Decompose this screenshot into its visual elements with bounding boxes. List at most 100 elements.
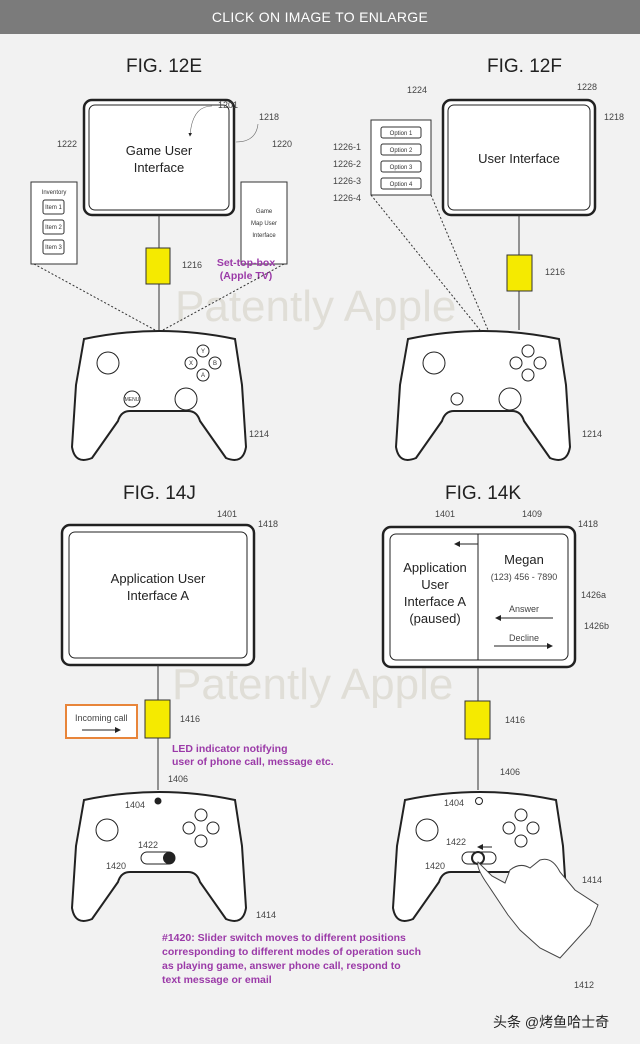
map-text: Map User	[251, 221, 277, 227]
ref-label: 1404	[125, 800, 145, 810]
ref-label: 1414	[256, 910, 276, 920]
left-stick	[96, 351, 120, 375]
ref-label: 1420	[106, 861, 126, 871]
ref-label: 1409	[522, 509, 542, 519]
option-item: Option 2	[390, 148, 413, 154]
ref-label: 1422	[446, 837, 466, 847]
led-indicator	[154, 797, 162, 805]
settop-note: (Apple TV)	[220, 270, 273, 282]
settop-note: Set-top-box	[217, 257, 275, 269]
ref-label: 1401	[217, 509, 237, 519]
ref-label: 1228	[577, 82, 597, 92]
inventory-title: Inventory	[42, 190, 67, 196]
ref-label: 1401	[435, 509, 455, 519]
game-controller	[71, 330, 247, 461]
ref-label: 1216	[545, 267, 565, 277]
ref-label: 1418	[258, 519, 278, 529]
ref-label: 1420	[425, 861, 445, 871]
paused-app-text: User	[421, 577, 449, 592]
ref-label: 1422	[138, 840, 158, 850]
inventory-item: Item 3	[45, 245, 62, 251]
screen-text: Game User	[126, 143, 193, 158]
led-note: LED indicator notifying	[172, 743, 288, 755]
ref-label: 1404	[444, 798, 464, 808]
map-text: Game	[256, 209, 273, 215]
ref-label: 1226-3	[333, 176, 361, 186]
ref-label: 1416	[505, 715, 525, 725]
ref-label: 1416	[180, 714, 200, 724]
screen-text: Interface A	[127, 588, 189, 603]
set-top-box	[506, 254, 533, 292]
set-top-box	[464, 700, 491, 740]
button-a-label: A	[201, 373, 205, 379]
enlarge-banner[interactable]: CLICK ON IMAGE TO ENLARGE	[0, 0, 640, 34]
incoming-call-label: Incoming call	[75, 713, 128, 723]
ref-label: 1214	[582, 429, 602, 439]
ref-label: 1214	[249, 429, 269, 439]
button-y-label: Y	[201, 349, 205, 355]
inventory-item: Item 1	[45, 205, 62, 211]
set-top-box	[144, 699, 171, 739]
map-text: Interface	[252, 233, 276, 239]
figure-12f: FIG. 12F User Interface 1228 1218 1224 O…	[333, 56, 624, 461]
screen-text: User Interface	[478, 151, 560, 166]
fig-title: FIG. 14K	[445, 483, 521, 504]
ref-label: 1406	[168, 774, 188, 784]
ref-label: 1226-2	[333, 159, 361, 169]
ref-label: 1426b	[584, 621, 609, 631]
caller-name: Megan	[504, 552, 544, 567]
ref-label: 1226-4	[333, 193, 361, 203]
caller-number: (123) 456 - 7890	[491, 572, 558, 582]
ref-label: 1414	[582, 875, 602, 885]
fig-title: FIG. 12F	[487, 56, 562, 77]
watermark-top: Patently Apple	[175, 282, 456, 331]
paused-app-text: Application	[403, 560, 467, 575]
game-controller	[395, 330, 571, 461]
paused-app-text: (paused)	[409, 611, 460, 626]
hand-illustration	[477, 858, 599, 959]
ref-label: 1418	[578, 519, 598, 529]
inventory-item: Item 2	[45, 225, 62, 231]
set-top-box	[145, 247, 171, 285]
figure-12e: FIG. 12E Game User Interface 1201 1218 I…	[30, 56, 292, 461]
menu-button-label: MENU	[125, 397, 140, 403]
fig-title: FIG. 12E	[126, 56, 202, 77]
svg-text:as playing game, answer phone: as playing game, answer phone call, resp…	[162, 960, 401, 972]
paused-app-text: Interface A	[404, 594, 466, 609]
svg-text:text message or email: text message or email	[162, 974, 272, 986]
screen-text: Interface	[134, 160, 185, 175]
ref-label: 1201	[218, 100, 238, 110]
led-note: user of phone call, message etc.	[172, 756, 334, 768]
ref-label: 1224	[407, 85, 427, 95]
button-b-label: B	[213, 361, 217, 367]
decline-option: Decline	[509, 633, 539, 643]
ref-label: 1218	[604, 112, 624, 122]
game-map-panel	[240, 181, 288, 265]
option-list: Option 1 Option 2 Option 3 Option 4	[380, 126, 422, 190]
fig-title: FIG. 14J	[123, 483, 196, 504]
ref-label: 1216	[182, 260, 202, 270]
answer-option: Answer	[509, 604, 539, 614]
ref-label: 1412	[574, 980, 594, 990]
menu-button	[123, 390, 141, 408]
ref-label: 1220	[272, 139, 292, 149]
slider-note: #1420: Slider switch moves to different …	[162, 932, 421, 986]
option-item: Option 1	[390, 131, 413, 137]
button-x-label: X	[189, 361, 193, 367]
svg-text:corresponding to different mod: corresponding to different modes of oper…	[162, 946, 421, 958]
incoming-call-box	[65, 704, 138, 739]
ref-label: 1406	[500, 767, 520, 777]
figure-14k: FIG. 14K Application User Interface A (p…	[381, 483, 609, 990]
option-item: Option 3	[390, 165, 413, 171]
figure-14j: FIG. 14J Application User Interface A 14…	[60, 483, 334, 922]
right-stick	[174, 387, 198, 411]
ref-label: 1426a	[581, 590, 606, 600]
led-indicator	[475, 797, 483, 805]
option-item: Option 4	[390, 182, 413, 188]
svg-text:#1420: Slider switch moves to: #1420: Slider switch moves to different …	[162, 932, 406, 944]
ref-label: 1218	[259, 112, 279, 122]
screen-text: Application User	[111, 571, 206, 586]
ref-label: 1222	[57, 139, 77, 149]
footer-credit: 头条 @烤鱼哈士奇	[493, 1014, 609, 1030]
